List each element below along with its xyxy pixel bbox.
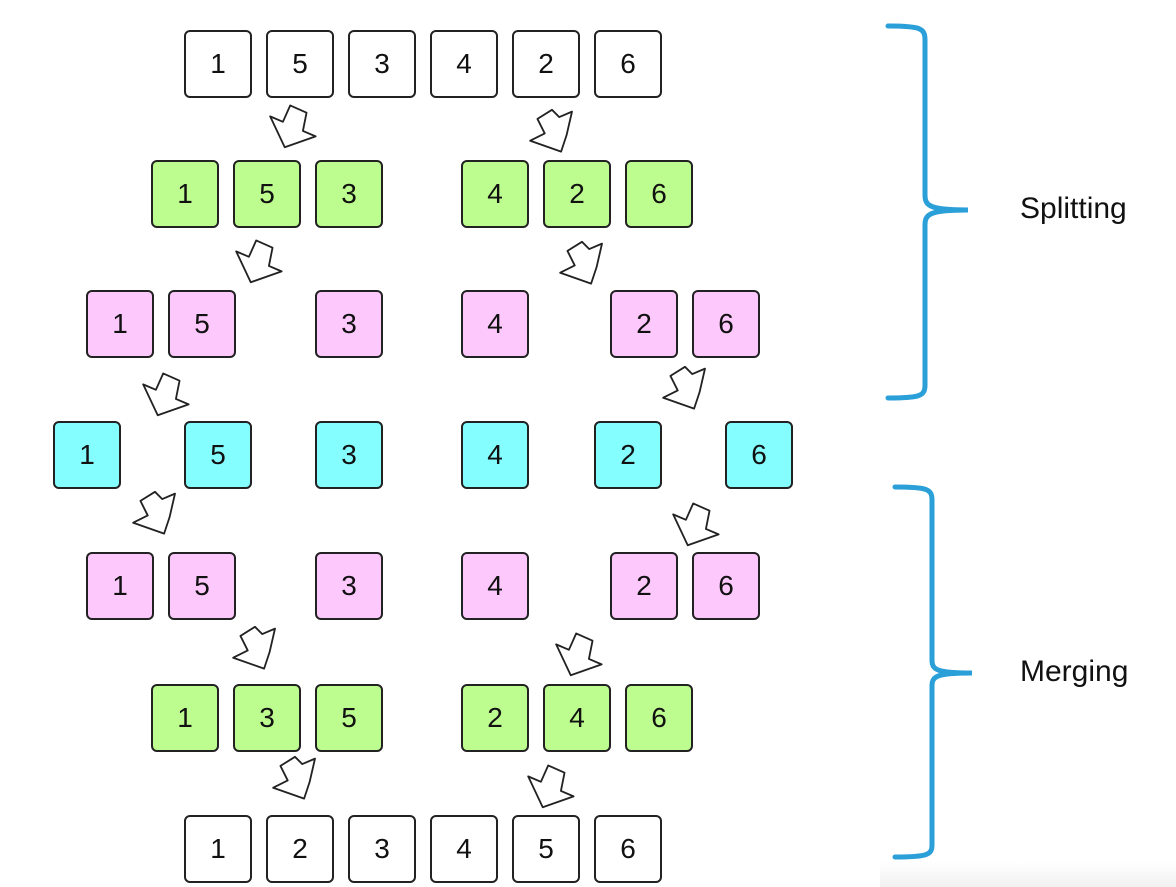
number-box: 3	[348, 815, 416, 883]
number-box: 3	[233, 684, 301, 752]
down-arrow-icon	[232, 625, 276, 670]
number-box: 2	[610, 552, 678, 620]
number-box: 3	[348, 30, 416, 98]
down-arrow-icon	[235, 239, 283, 284]
number-box: 1	[86, 290, 154, 358]
number-box: 2	[266, 815, 334, 883]
number-box: 5	[184, 421, 252, 489]
number-box: 1	[184, 815, 252, 883]
number-box: 4	[461, 290, 529, 358]
number-box: 4	[430, 30, 498, 98]
number-box: 1	[86, 552, 154, 620]
down-arrow-icon	[555, 632, 603, 677]
number-box: 5	[168, 552, 236, 620]
splitting-label: Splitting	[1020, 192, 1127, 225]
number-box: 6	[625, 684, 693, 752]
number-box: 5	[266, 30, 334, 98]
number-box: 1	[151, 160, 219, 228]
number-box: 2	[543, 160, 611, 228]
merging-brace	[892, 484, 973, 860]
number-box: 4	[543, 684, 611, 752]
number-box: 2	[461, 684, 529, 752]
number-box: 5	[315, 684, 383, 752]
splitting-brace	[885, 23, 969, 401]
down-arrow-icon	[529, 108, 573, 153]
down-arrow-icon	[672, 502, 720, 547]
number-box: 3	[315, 290, 383, 358]
down-arrow-icon	[132, 490, 176, 535]
merging-label: Merging	[1020, 655, 1129, 688]
number-box: 3	[315, 160, 383, 228]
bottom-fade	[880, 862, 1176, 887]
number-box: 2	[594, 421, 662, 489]
down-arrow-icon	[527, 764, 575, 809]
number-box: 2	[610, 290, 678, 358]
number-box: 6	[625, 160, 693, 228]
down-arrow-icon	[142, 372, 190, 417]
number-box: 6	[594, 30, 662, 98]
number-box: 4	[461, 552, 529, 620]
down-arrow-icon	[559, 240, 603, 285]
number-box: 2	[512, 30, 580, 98]
number-box: 5	[168, 290, 236, 358]
number-box: 6	[594, 815, 662, 883]
number-box: 5	[512, 815, 580, 883]
number-box: 4	[430, 815, 498, 883]
number-box: 1	[184, 30, 252, 98]
down-arrow-icon	[662, 365, 706, 410]
number-box: 1	[53, 421, 121, 489]
number-box: 3	[315, 421, 383, 489]
down-arrow-icon	[272, 755, 316, 800]
number-box: 6	[692, 290, 760, 358]
number-box: 4	[461, 160, 529, 228]
down-arrow-icon	[269, 104, 317, 149]
number-box: 6	[692, 552, 760, 620]
number-box: 5	[233, 160, 301, 228]
number-box: 3	[315, 552, 383, 620]
number-box: 6	[725, 421, 793, 489]
number-box: 4	[461, 421, 529, 489]
number-box: 1	[151, 684, 219, 752]
